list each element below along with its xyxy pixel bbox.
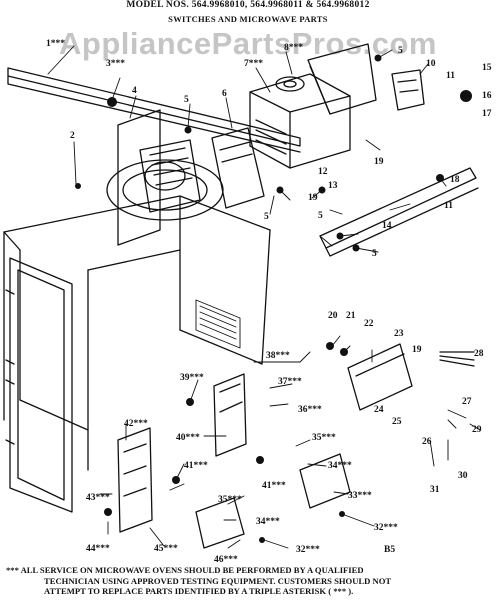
callout-15: 15 <box>482 63 492 73</box>
callout-23: 23 <box>394 329 404 339</box>
cabinet-frame <box>3 195 271 471</box>
callout-17: 17 <box>482 109 492 119</box>
callout-35-a: 35*** <box>312 433 336 443</box>
callout-46: 46*** <box>214 555 238 565</box>
section-title: SWITCHES AND MICROWAVE PARTS <box>168 14 328 24</box>
callout-18: 18 <box>450 175 460 185</box>
callout-13: 13 <box>328 181 338 191</box>
callout-11-b: 11 <box>444 201 453 211</box>
callout-40: 40*** <box>176 433 200 443</box>
vent-grille <box>195 299 241 349</box>
service-footnote: *** ALL SERVICE ON MICROWAVE OVENS SHOUL… <box>6 565 492 597</box>
callout-20: 20 <box>328 311 338 321</box>
callout-22: 22 <box>364 319 374 329</box>
callout-30: 30 <box>458 471 468 481</box>
callout-5-a: 5 <box>184 95 189 105</box>
callout-5-e: 5 <box>372 249 377 259</box>
door-frame <box>5 257 73 513</box>
callout-25: 25 <box>392 417 402 427</box>
callout-42: 42*** <box>124 419 148 429</box>
callout-7: 7*** <box>244 59 263 69</box>
callout-19-a: 19 <box>374 157 384 167</box>
callout-26: 26 <box>422 437 432 447</box>
callout-44: 44*** <box>86 544 110 554</box>
callout-34-a: 34*** <box>328 461 352 471</box>
callout-4: 4 <box>132 86 137 96</box>
watermark: AppliancePartsPros.com <box>59 26 437 61</box>
callout-5-d: 5 <box>318 211 323 221</box>
door-latch <box>117 427 153 533</box>
blower-assembly <box>106 109 224 246</box>
callout-31: 31 <box>430 485 440 495</box>
callout-1: 1*** <box>46 39 65 49</box>
callout-10: 10 <box>426 59 436 69</box>
switch-bracket-lower <box>347 343 413 411</box>
callout-27: 27 <box>462 397 472 407</box>
callout-labels: 1*** 2 3*** 4 5 6 7*** 8*** 5 10 11 15 1… <box>46 39 492 565</box>
latch-rail <box>319 167 479 257</box>
callout-36: 36*** <box>298 405 322 415</box>
callout-28: 28 <box>474 349 484 359</box>
model-numbers: MODEL NOS. 564.9968010, 564.9968011 & 56… <box>126 0 370 10</box>
callout-21: 21 <box>346 311 356 321</box>
callout-6: 6 <box>222 89 227 99</box>
interlock-bracket <box>213 373 247 457</box>
callout-35-b: 35*** <box>218 495 242 505</box>
diagram-code: B5 <box>384 545 395 555</box>
footnote-line-1: *** ALL SERVICE ON MICROWAVE OVENS SHOUL… <box>6 565 364 575</box>
footnote-line-2: TECHNICIAN USING APPROVED TESTING EQUIPM… <box>44 575 392 586</box>
callout-41-b: 41*** <box>262 481 286 491</box>
callout-5-b: 5 <box>398 46 403 56</box>
magnetron <box>249 73 351 169</box>
callout-41-a: 41*** <box>184 461 208 471</box>
top-housing <box>307 43 377 115</box>
callout-34-b: 34*** <box>256 517 280 527</box>
waveguide <box>211 127 265 209</box>
callout-8: 8*** <box>284 43 303 53</box>
wire-harness <box>439 351 475 367</box>
switch-bracket-upper <box>391 69 425 111</box>
hardware <box>75 54 472 543</box>
callout-33: 33*** <box>348 491 372 501</box>
callout-43: 43*** <box>86 493 110 503</box>
callout-19-b: 19 <box>308 193 318 203</box>
callout-29: 29 <box>472 425 482 435</box>
callout-12: 12 <box>318 167 328 177</box>
top-rail <box>7 67 301 153</box>
callout-3: 3*** <box>106 59 125 69</box>
footnote-line-3: ATTEMPT TO REPLACE PARTS IDENTIFIED BY A… <box>44 586 354 596</box>
callout-45: 45*** <box>154 544 178 554</box>
leader-lines <box>47 45 481 549</box>
callout-16: 16 <box>482 91 492 101</box>
callout-32-a: 32*** <box>374 523 398 533</box>
callout-11-a: 11 <box>446 71 455 81</box>
callout-24: 24 <box>374 405 384 415</box>
switch-blocks <box>195 453 351 549</box>
callout-5-c: 5 <box>264 212 269 222</box>
callout-2: 2 <box>70 131 75 141</box>
callout-39: 39*** <box>180 373 204 383</box>
callout-37: 37*** <box>278 377 302 387</box>
callout-38: 38*** <box>266 351 290 361</box>
callout-19-c: 19 <box>412 345 422 355</box>
callout-32-b: 32*** <box>296 545 320 555</box>
callout-14: 14 <box>382 221 392 231</box>
